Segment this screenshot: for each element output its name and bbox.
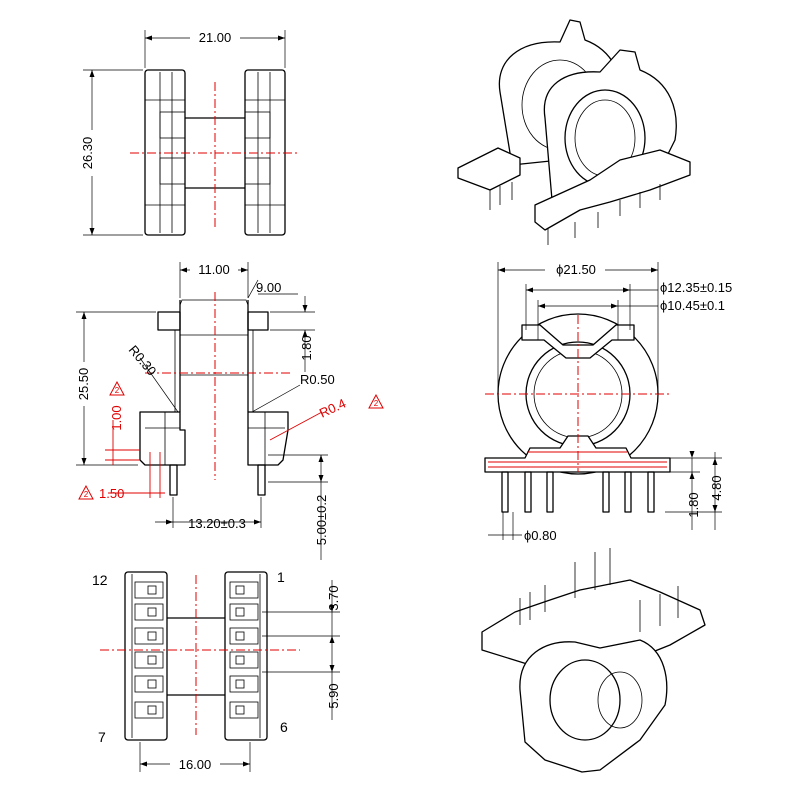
- bottom-view: 3.70 5.90 16.00 12 1 7 6: [92, 569, 341, 772]
- dim-bottom-row-gap: 5.90: [326, 683, 341, 708]
- pin-label-1: 1: [277, 569, 285, 585]
- svg-text:2: 2: [84, 490, 89, 499]
- svg-text:2: 2: [374, 399, 379, 408]
- pin-hole: [235, 631, 245, 641]
- dim-bottom-span: 16.00: [179, 757, 212, 772]
- pin-pad: [134, 651, 164, 669]
- top-view: 21.00 26.30: [80, 30, 300, 236]
- pin-pad: [229, 603, 259, 621]
- dim-side-flange: 1.80: [299, 335, 314, 360]
- dim-side-pin-gap: 1.50: [99, 486, 124, 501]
- revision-triangle: 2: [78, 484, 94, 500]
- pin-hole: [235, 585, 245, 595]
- pin-hole: [147, 607, 157, 617]
- front-pin: [546, 471, 554, 513]
- revision-triangle: 2: [109, 380, 125, 396]
- pin-pad: [229, 651, 259, 669]
- front-pin: [647, 471, 655, 513]
- pin-pad: [229, 701, 259, 719]
- isometric-view-bottom: [481, 548, 706, 773]
- dim-side-pin-length: 5.00±0.2: [314, 495, 329, 546]
- dim-top-width: 21.00: [199, 30, 232, 45]
- dim-side-radius-c: R0.4: [317, 396, 348, 421]
- front-pin: [602, 471, 610, 513]
- pin-pad: [134, 701, 164, 719]
- dim-front-pin-step: 1.80: [686, 492, 701, 517]
- pin-hole: [147, 655, 157, 665]
- pin-pad: [134, 603, 164, 621]
- dim-front-bore-dia: ϕ10.45±0.1: [660, 298, 725, 313]
- dim-side-pin-span: 13.20±0.3: [188, 516, 246, 531]
- dim-side-core-width: 11.00: [198, 262, 230, 277]
- pin-pad: [134, 675, 164, 693]
- dim-front-flange-dia: ϕ12.35±0.15: [660, 280, 732, 295]
- dim-side-radius-a: R0.30: [126, 342, 160, 378]
- dim-front-outer-dia: ϕ21.50: [556, 262, 596, 277]
- front-pin: [524, 471, 532, 513]
- dim-side-radius-b: R0.50: [300, 372, 335, 387]
- pin-label-12: 12: [92, 572, 108, 588]
- revision-triangle: 2: [368, 393, 384, 409]
- pin-hole: [235, 679, 245, 689]
- front-view: ϕ21.50 ϕ12.35±0.15 ϕ10.45±0.1 1.80 4.80 …: [484, 262, 732, 543]
- pin-hole: [147, 585, 157, 595]
- pin-pad: [229, 581, 259, 599]
- dim-side-inner: 9.00: [256, 280, 281, 295]
- front-pin: [624, 471, 632, 513]
- pin-hole: [235, 655, 245, 665]
- pin-label-6: 6: [280, 719, 288, 735]
- dim-front-pin-dia: ϕ0.80: [524, 528, 557, 543]
- front-pin: [501, 471, 509, 513]
- pin-pad: [229, 675, 259, 693]
- dim-top-height: 26.30: [80, 137, 95, 170]
- dim-front-pin-height: 4.80: [709, 475, 724, 500]
- pin-label-7: 7: [98, 729, 106, 745]
- svg-text:2: 2: [115, 386, 120, 395]
- dim-bottom-pitch: 3.70: [326, 585, 341, 610]
- pin-pad: [229, 627, 259, 645]
- pin-hole: [147, 631, 157, 641]
- pin-hole: [147, 705, 157, 715]
- pin-hole: [235, 607, 245, 617]
- side-view: 11.00 9.00 1.80 25.50 R0.30 R0.50 R0.4 2: [76, 262, 384, 560]
- pin-pad: [134, 627, 164, 645]
- pin-hole: [235, 705, 245, 715]
- dim-side-pin-offset: 1.00: [109, 405, 124, 430]
- isometric-view-top: [457, 19, 691, 245]
- pin-hole: [147, 679, 157, 689]
- pin-pad: [134, 581, 164, 599]
- dim-side-height: 25.50: [76, 368, 91, 401]
